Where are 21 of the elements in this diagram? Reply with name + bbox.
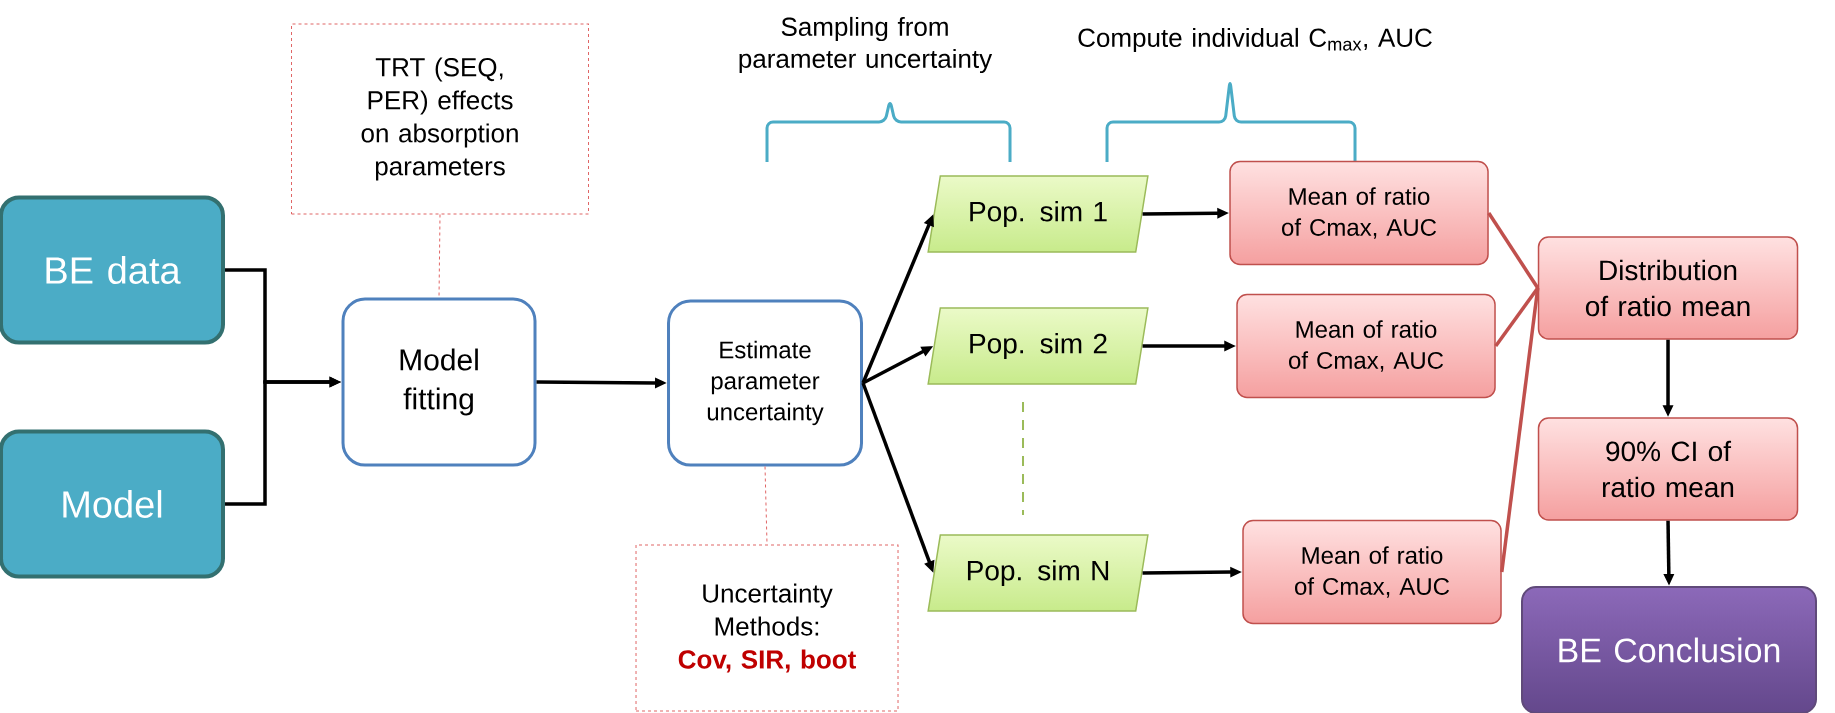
result-box: Mean of ratio of Cmax, AUC <box>1242 519 1502 625</box>
result-box: 90% CI of ratio mean <box>1537 417 1799 521</box>
result-box: Mean of ratio of Cmax, AUC <box>1229 160 1489 266</box>
process-box: Model fitting <box>341 297 537 467</box>
result-box: Distribution of ratio mean <box>1537 236 1799 340</box>
connector-line <box>1500 287 1540 573</box>
note-box: TRT (SEQ, PER) effects on absorption parameters <box>291 23 589 215</box>
input-box: BE data <box>0 195 225 345</box>
simulation-box: Pop. sim 2 <box>927 307 1149 385</box>
input-box: Model <box>0 429 225 579</box>
process-box: Estimate parameter uncertainty <box>667 299 863 467</box>
heading-label: Compute individual C$_{max}$, AUC <box>1078 27 1432 53</box>
connector-line <box>764 466 768 545</box>
simulation-box: Pop. sim 1 <box>927 175 1149 253</box>
connector-line <box>1487 212 1540 289</box>
conclusion-box: BE Conclusion <box>1521 586 1817 713</box>
result-box: Mean of ratio of Cmax, AUC <box>1236 293 1496 399</box>
note-box: Uncertainty Methods: Cov, SIR, boot <box>635 544 899 712</box>
heading-label: Sampling from parameter uncertainty <box>739 16 993 74</box>
connector-line <box>438 214 441 298</box>
simulation-box: Pop. sim N <box>927 534 1149 612</box>
